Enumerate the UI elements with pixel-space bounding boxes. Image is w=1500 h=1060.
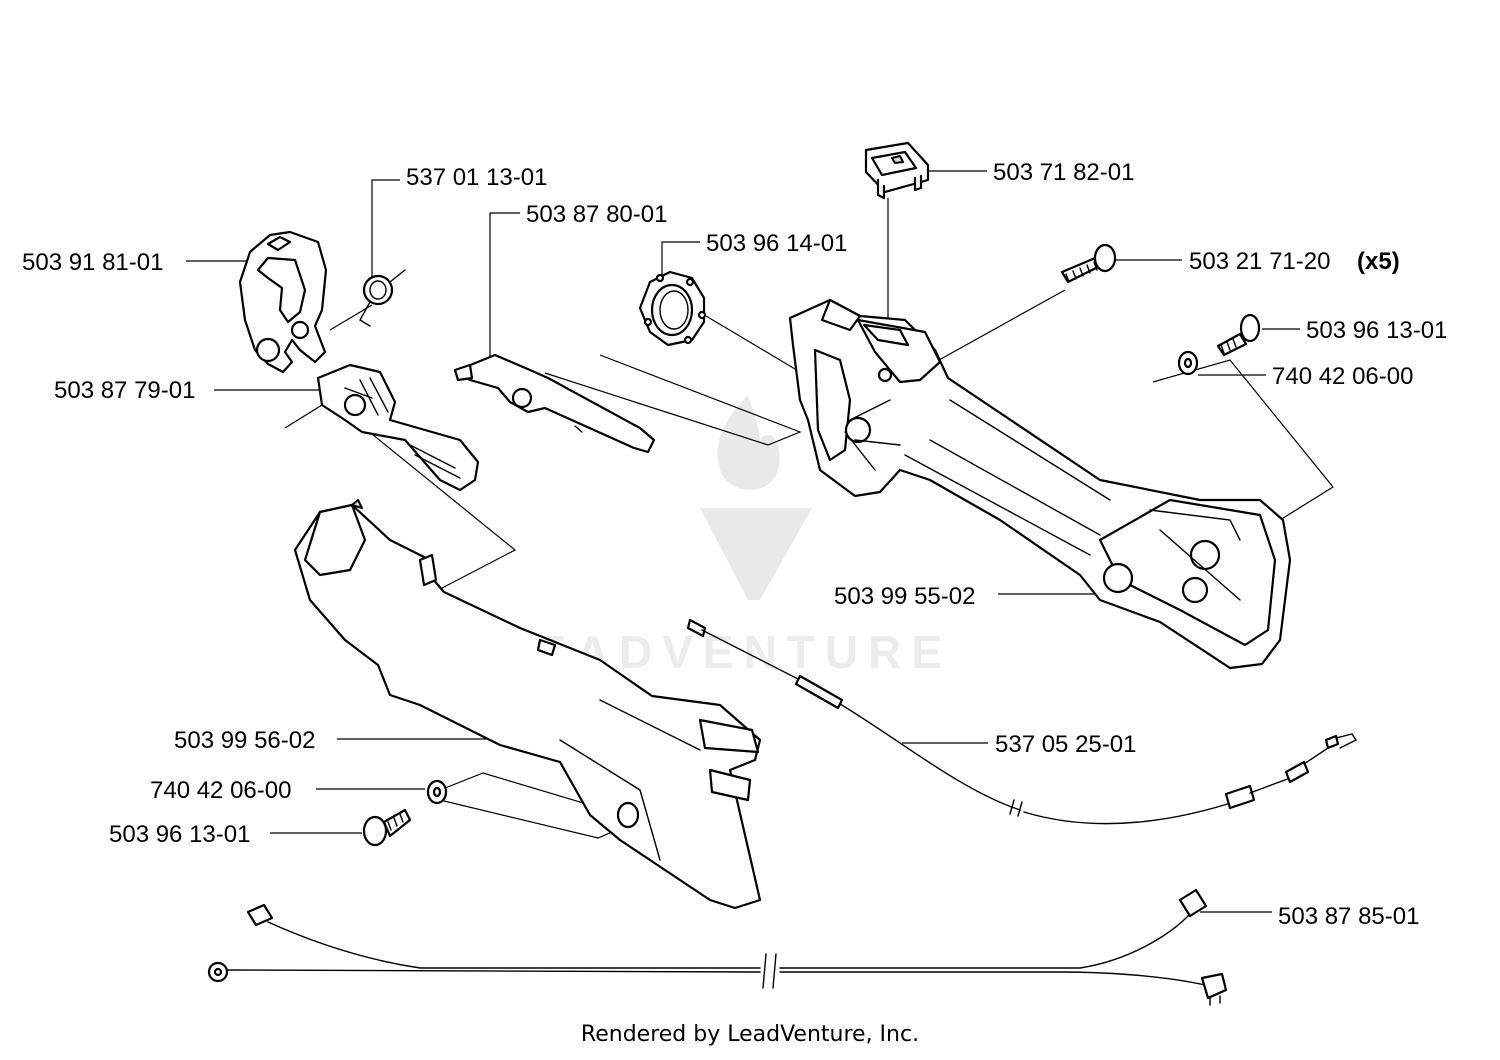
label-clamp: 503 91 81-01 <box>22 249 163 276</box>
label-handle-half-right: 503 99 55-02 <box>834 583 975 610</box>
leader-lines <box>186 170 1334 913</box>
part-labels: 503 71 82-01 503 21 71-20 (x5) 503 96 13… <box>22 159 1447 930</box>
wire-harness-part <box>207 888 1228 1006</box>
throttle-cable-part <box>686 618 1358 825</box>
label-spring: 537 01 13-01 <box>406 164 547 191</box>
label-lockout: 503 87 80-01 <box>526 201 667 228</box>
label-screw-x5: 503 21 71-20 <box>1189 248 1330 275</box>
footer-credit: Rendered by LeadVenture, Inc. <box>580 1022 920 1047</box>
washer-right-part <box>1177 350 1199 376</box>
label-handle-half-left: 503 99 56-02 <box>174 727 315 754</box>
screw-x5-part <box>1060 243 1117 284</box>
handle-half-left-part <box>293 499 762 910</box>
label-screw-left: 503 96 13-01 <box>109 821 250 848</box>
trigger-part <box>316 363 480 492</box>
lockout-lever-part <box>453 353 656 454</box>
label-switch: 503 71 82-01 <box>993 159 1134 186</box>
handle-half-right-part <box>788 298 1292 670</box>
screw-right-part <box>1216 313 1261 357</box>
label-washer-left: 740 42 06-00 <box>150 777 291 804</box>
label-trigger: 503 87 79-01 <box>54 377 195 404</box>
label-screw-right: 503 96 13-01 <box>1306 317 1447 344</box>
ring-part <box>638 270 707 347</box>
spring-part <box>359 269 406 327</box>
clamp-part <box>238 230 328 374</box>
screw-left-part <box>362 808 412 847</box>
label-ring: 503 96 14-01 <box>706 230 847 257</box>
washer-left-part <box>426 779 448 805</box>
label-wire-harness: 503 87 85-01 <box>1278 903 1419 930</box>
switch-part <box>864 141 930 200</box>
label-qty-x5: (x5) <box>1357 248 1400 275</box>
label-washer-right: 740 42 06-00 <box>1272 363 1413 390</box>
label-throttle-cable: 537 05 25-01 <box>995 731 1136 758</box>
